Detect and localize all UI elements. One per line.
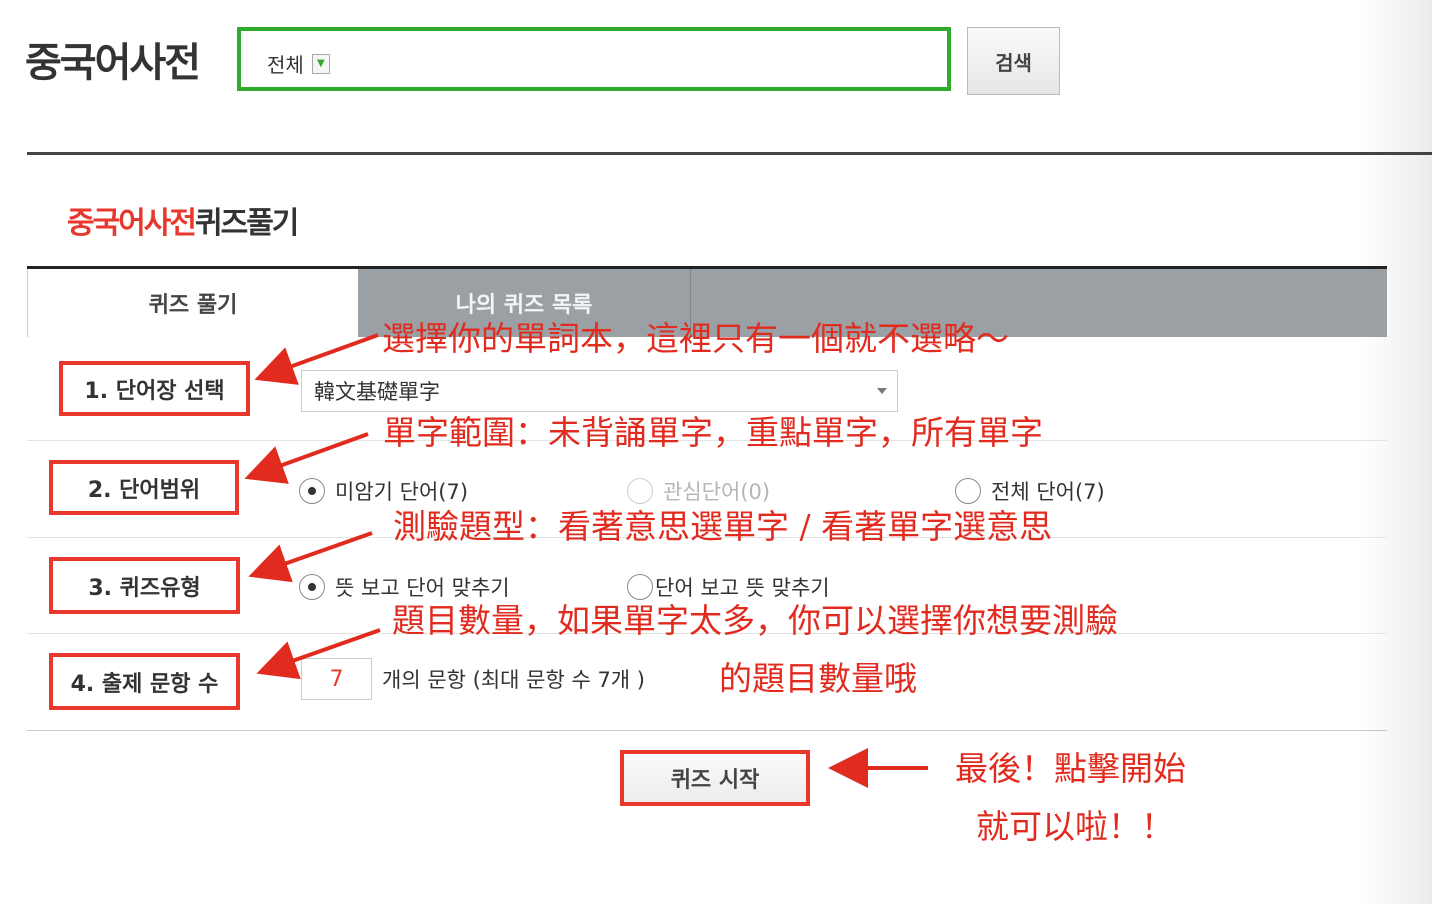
annotation-count-line2: 的題目數量哦 — [719, 659, 917, 698]
window-edge-shadow — [1360, 0, 1432, 904]
page-title-dict: 중국어사전 — [67, 206, 197, 241]
radio-checked-icon[interactable] — [299, 478, 325, 504]
annotation-start-line1: 最後！點擊開始 — [955, 749, 1186, 788]
range-label: 2. 단어범위 — [49, 460, 239, 515]
row-divider — [27, 730, 1387, 731]
question-count-suffix: 개의 문항 (최대 문항 수 7개 ) — [382, 668, 645, 692]
row-divider — [27, 633, 1387, 634]
annotation-type: 測驗題型：看著意思選單字 / 看著單字選意思 — [393, 507, 1053, 546]
wordbook-label: 1. 단어장 선택 — [59, 361, 250, 416]
annotation-count-line1: 題目數量，如果單字太多，你可以選擇你想要測驗 — [392, 601, 1118, 640]
annotation-start-line2: 就可以啦！！ — [976, 807, 1174, 846]
tab-quiz[interactable]: 퀴즈 풀기 — [27, 269, 358, 337]
tabs-top-border — [27, 266, 1387, 269]
search-scope-select[interactable]: 전체 ▼ — [267, 49, 330, 78]
type-option-word-to-meaning[interactable]: 단어 보고 뜻 맞추기 — [627, 572, 830, 602]
range-option-unmemorized[interactable]: 미암기 단어(7) — [299, 476, 468, 506]
range-option-label: 미암기 단어(7) — [335, 480, 469, 504]
arrow-range — [244, 432, 369, 484]
chevron-down-icon[interactable]: ▼ — [311, 53, 330, 74]
radio-unchecked-icon[interactable] — [955, 478, 981, 504]
search-input[interactable] — [361, 41, 935, 79]
arrow-type — [248, 531, 373, 583]
wordbook-selected: 韓文基礎單字 — [314, 380, 440, 404]
search-button[interactable]: 검색 — [967, 27, 1060, 95]
type-option-label: 뜻 보고 단어 맞추기 — [335, 576, 510, 600]
row-divider — [27, 537, 1387, 538]
wordbook-select[interactable]: 韓文基礎單字 — [301, 370, 898, 412]
quiz-type-label: 3. 퀴즈유형 — [49, 557, 240, 614]
arrow-count — [256, 628, 381, 680]
search-bar: 전체 ▼ — [237, 27, 951, 91]
header-divider — [27, 152, 1432, 155]
type-option-meaning-to-word[interactable]: 뜻 보고 단어 맞추기 — [299, 572, 510, 602]
radio-unchecked-icon[interactable] — [627, 574, 653, 600]
question-count-input[interactable] — [301, 658, 372, 700]
range-option-interest[interactable]: 관심단어(0) — [627, 476, 770, 506]
page-title-quiz: 퀴즈풀기 — [195, 206, 299, 241]
search-scope-label: 전체 — [267, 53, 304, 77]
arrow-wordbook — [254, 333, 379, 385]
start-quiz-button[interactable]: 퀴즈 시작 — [620, 750, 810, 806]
range-option-label: 전체 단어(7) — [991, 480, 1105, 504]
radio-unchecked-icon[interactable] — [627, 478, 653, 504]
annotation-wordbook: 選擇你的單詞本，這裡只有一個就不選略～ — [382, 319, 1009, 358]
range-option-label: 관심단어(0) — [663, 480, 771, 504]
type-option-label: 단어 보고 뜻 맞추기 — [655, 576, 830, 600]
question-count-label: 4. 출제 문항 수 — [49, 653, 240, 710]
range-option-all[interactable]: 전체 단어(7) — [955, 476, 1105, 506]
caret-down-icon — [877, 388, 887, 394]
annotation-range: 單字範圍：未背誦單字，重點單字，所有單字 — [383, 413, 1043, 452]
row-divider — [27, 440, 1387, 441]
page-title: 중국어사전퀴즈풀기 — [67, 198, 299, 242]
radio-checked-icon[interactable] — [299, 574, 325, 600]
site-logo[interactable]: 중국어사전 — [25, 40, 201, 86]
tab-my-quiz-list[interactable]: 나의 퀴즈 목록 — [358, 269, 690, 337]
tabs-filler — [690, 269, 1387, 337]
